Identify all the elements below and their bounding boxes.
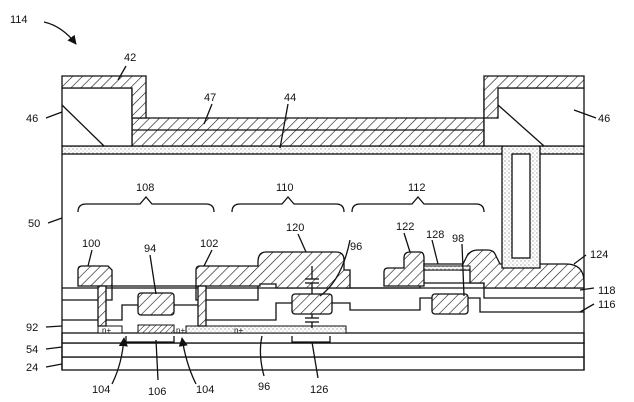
label-128: 128 <box>426 229 444 241</box>
layer-47 <box>131 117 485 147</box>
upper-stack <box>61 75 585 370</box>
label-108: 108 <box>136 182 154 194</box>
label-96-bottom: 96 <box>258 381 270 393</box>
label-24: 24 <box>26 362 38 374</box>
label-47: 47 <box>204 92 216 104</box>
label-44: 44 <box>284 92 296 104</box>
braces <box>77 196 485 343</box>
label-118: 118 <box>598 285 616 297</box>
label-100: 100 <box>82 238 100 250</box>
metal-102 <box>195 251 351 289</box>
label-106: 106 <box>148 386 166 398</box>
metal-100-via <box>97 285 107 327</box>
channel-region-128 <box>423 265 471 271</box>
label-112: 112 <box>408 182 426 194</box>
pillar-46-left <box>61 87 133 147</box>
label-96-top: 96 <box>350 241 362 253</box>
via-core <box>511 153 531 259</box>
label-46-left: 46 <box>26 113 38 125</box>
label-102: 102 <box>200 238 218 250</box>
layer-96-semiconductor <box>185 325 347 334</box>
metal-100 <box>77 265 113 287</box>
substrate-stack <box>61 324 585 371</box>
nplus-label-left: n+ <box>102 326 111 335</box>
label-110: 110 <box>276 182 294 194</box>
label-94: 94 <box>144 243 156 255</box>
label-46-right: 46 <box>598 113 610 125</box>
label-104-left: 104 <box>92 384 110 396</box>
nplus-label-mid: n+ <box>176 326 185 335</box>
label-42: 42 <box>124 52 136 64</box>
gate-106 <box>137 324 175 334</box>
label-124: 124 <box>590 249 608 261</box>
layer-54 <box>61 342 585 358</box>
label-98: 98 <box>452 233 464 245</box>
reference-labels: 114 42 47 44 46 46 50 108 110 112 100 94… <box>10 14 616 398</box>
label-54: 54 <box>26 344 38 356</box>
electrodes <box>137 292 469 316</box>
capacitor-symbols <box>305 266 319 328</box>
label-50: 50 <box>28 218 40 230</box>
label-figure-114: 114 <box>10 14 28 26</box>
label-122: 122 <box>396 221 414 233</box>
label-92: 92 <box>26 322 38 334</box>
electrode-98 <box>431 293 469 315</box>
label-104-right: 104 <box>196 384 214 396</box>
layer-24 <box>61 356 585 371</box>
label-126: 126 <box>310 384 328 396</box>
electrode-96-lower <box>291 293 333 315</box>
layer-42 <box>61 75 147 119</box>
metal-102-via <box>197 285 207 327</box>
metal-122 <box>383 251 425 287</box>
label-120: 120 <box>286 222 304 234</box>
label-116: 116 <box>598 299 616 311</box>
layer-42-right <box>483 75 585 119</box>
electrode-94 <box>137 292 175 316</box>
leader-lines <box>43 21 597 385</box>
nplus-label-right: n+ <box>234 326 243 335</box>
nplus-region-left <box>97 325 123 334</box>
